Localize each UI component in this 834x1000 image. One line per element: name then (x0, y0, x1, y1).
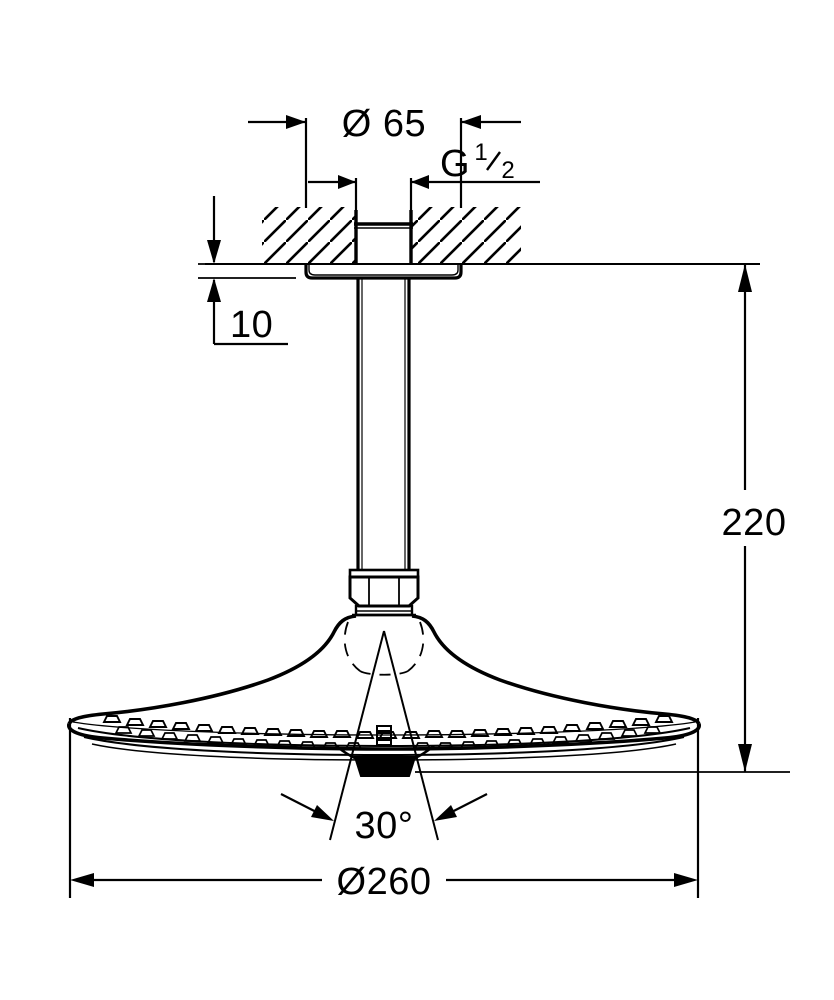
arrowhead-right (461, 115, 481, 129)
dimension-head-diameter: Ø260 (68, 718, 700, 903)
drop-pipe-stem (356, 278, 411, 570)
dimension-label-flange-diameter: Ø 65 (342, 103, 426, 145)
arrowhead-thread-right (411, 175, 429, 189)
arrowhead-angle-left (311, 805, 334, 821)
arrowhead-left (286, 115, 306, 129)
cone-edge-right (383, 630, 439, 841)
ceiling-hatch-left (262, 207, 356, 264)
arrowhead-diameter-left (70, 873, 94, 887)
cone-edge-left (329, 630, 385, 841)
arrowhead-diameter-right (674, 873, 698, 887)
dimension-label-head-diameter: Ø260 (337, 861, 432, 903)
hidden-chamber-outline-left (343, 621, 361, 672)
nozzle-row-lower (114, 726, 662, 750)
flange-escutcheon (304, 264, 463, 280)
ceiling-hatch-right (411, 207, 521, 264)
dimension-flange-thickness: 10 (198, 196, 296, 346)
dimension-label-thread: G 1 2 (440, 139, 515, 185)
dimension-label-total-drop: 220 (722, 502, 787, 544)
fraction-slash (486, 151, 501, 171)
ceiling-section (205, 207, 760, 265)
nozzle-ring (77, 715, 691, 761)
hidden-chamber-outline-bottom (359, 670, 409, 676)
thread-denominator: 2 (501, 157, 514, 184)
arrowhead-thickness-bottom (207, 278, 221, 302)
thread-prefix: G (440, 143, 470, 185)
dimension-spray-angle: 30° (280, 630, 488, 847)
arrowhead-drop-bottom (738, 744, 752, 772)
nozzle-row-upper (102, 715, 674, 739)
dimension-label-spray-angle: 30° (355, 805, 414, 847)
center-nozzle-cluster (376, 725, 392, 746)
hidden-chamber-outline-right (407, 621, 425, 672)
dimension-total-drop: 220 (415, 264, 802, 773)
hex-nut-joint (348, 568, 420, 617)
dimension-label-flange-thickness: 10 (230, 304, 273, 346)
dimension-flange-diameter: Ø 65 (248, 103, 521, 208)
arrowhead-angle-right (434, 805, 457, 821)
shower-head-body (67, 614, 701, 751)
thread-numerator: 1 (474, 139, 487, 166)
arrowhead-thread-left (338, 175, 356, 189)
inlet-nipple (354, 210, 413, 264)
arrowhead-drop-top (738, 264, 752, 292)
arrowhead-thickness-top (207, 240, 221, 264)
dimension-thread-size: G 1 2 (308, 139, 540, 210)
